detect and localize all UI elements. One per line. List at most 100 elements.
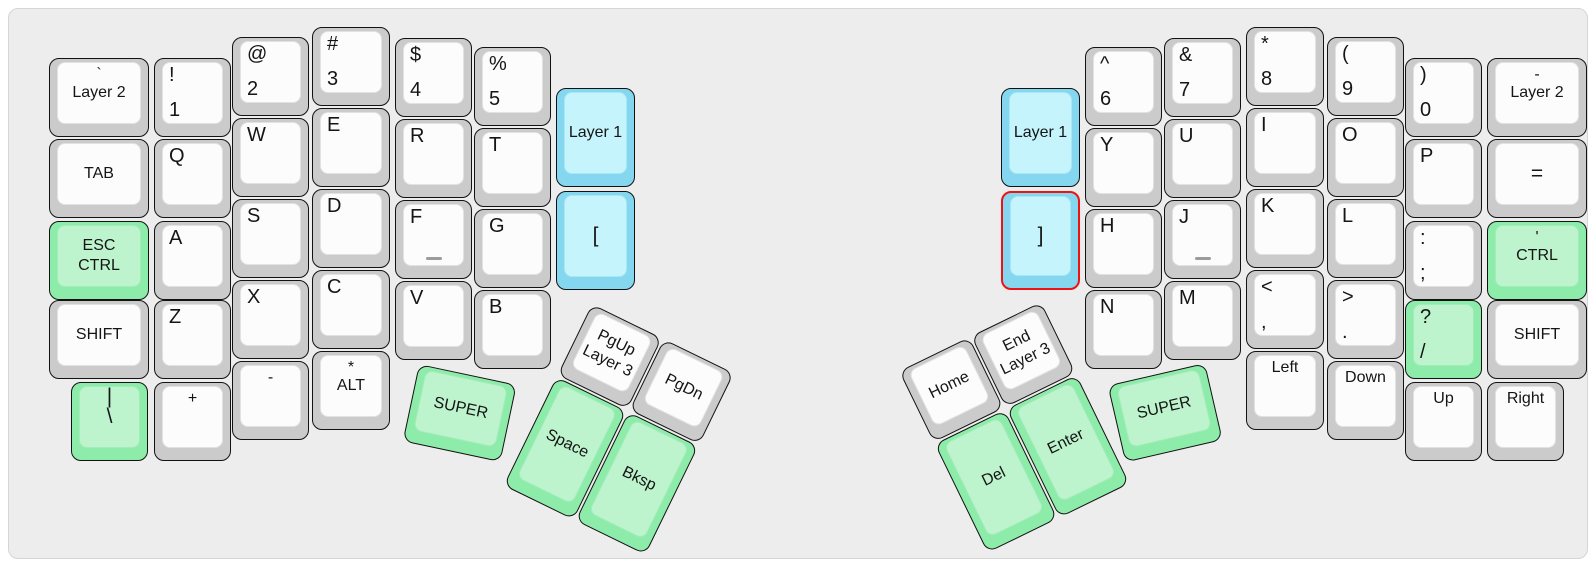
key-gt-period[interactable]: >.: [1327, 280, 1404, 359]
key-x[interactable]: X: [232, 280, 309, 359]
key-legend: Down: [1345, 369, 1386, 386]
key-legend: 0: [1420, 99, 1432, 121]
key-super-left[interactable]: SUPER: [402, 364, 517, 463]
keycap-top: +: [162, 386, 223, 448]
key-o[interactable]: O: [1327, 118, 1404, 197]
key-layer1-left[interactable]: Layer 1: [556, 88, 635, 187]
key-legend: ?: [1420, 306, 1432, 328]
key-pct-5[interactable]: %5: [474, 47, 551, 126]
key-r[interactable]: R: [395, 119, 472, 198]
key-grave-layer2[interactable]: `Layer 2: [49, 58, 149, 137]
key-arrow-down[interactable]: Down: [1327, 361, 1404, 440]
key-layer1-right[interactable]: Layer 1: [1001, 88, 1080, 187]
key-u[interactable]: U: [1164, 119, 1241, 198]
key-star-alt[interactable]: *ALT: [312, 351, 390, 430]
key-t[interactable]: T: [474, 128, 551, 207]
key-v[interactable]: V: [395, 281, 472, 360]
key-hash-3[interactable]: #3: [312, 27, 390, 106]
keycap-top: S: [240, 203, 301, 265]
key-e[interactable]: E: [312, 108, 390, 187]
keycap-top: O: [1335, 122, 1396, 184]
key-legend: (: [1342, 43, 1349, 65]
key-legend: R: [410, 125, 425, 147]
keycap-top: -Layer 2: [1495, 62, 1579, 124]
key-b[interactable]: B: [474, 290, 551, 369]
homing-bar: [425, 257, 442, 260]
key-arrow-right[interactable]: Right: [1487, 382, 1564, 461]
keycap-top: :;: [1413, 225, 1474, 287]
keycap-top: Y: [1093, 132, 1154, 194]
key-d[interactable]: D: [312, 189, 390, 268]
key-legend: ;: [1420, 262, 1426, 284]
key-legend: $: [410, 44, 422, 66]
key-excl-1[interactable]: !1: [154, 58, 231, 137]
key-legend: %: [489, 53, 507, 75]
keycap-top: PgUp Layer 3: [570, 311, 654, 395]
keycap-top: K: [1254, 193, 1316, 255]
key-j[interactable]: J: [1164, 200, 1241, 279]
key-legend: C: [327, 276, 342, 298]
key-legend: PgUp Layer 3: [579, 326, 639, 381]
key-y[interactable]: Y: [1085, 128, 1162, 207]
key-legend: Home: [926, 368, 973, 403]
key-legend: Layer 1: [1013, 124, 1068, 141]
key-l[interactable]: L: [1327, 199, 1404, 278]
key-q[interactable]: Q: [154, 139, 231, 218]
key-dash-layer2[interactable]: -Layer 2: [1487, 58, 1587, 137]
key-g[interactable]: G: [474, 209, 551, 288]
key-at-2[interactable]: @2: [232, 37, 309, 116]
key-arrow-left[interactable]: Left: [1246, 351, 1324, 430]
key-legend: SHIFT: [75, 326, 123, 343]
keycap-top: I: [1254, 112, 1316, 174]
key-lt-comma[interactable]: <,: [1246, 270, 1324, 349]
key-shift-left[interactable]: SHIFT: [49, 300, 149, 379]
key-legend: G: [489, 215, 505, 237]
key-legend: @: [247, 43, 268, 65]
key-legend: =: [1530, 162, 1544, 185]
key-colon-semi[interactable]: :;: [1405, 221, 1482, 300]
keycap-top: L: [1335, 203, 1396, 265]
key-legend: +: [187, 390, 198, 407]
key-tab[interactable]: TAB: [49, 139, 149, 218]
key-legend: :: [1420, 227, 1426, 249]
key-paren-0[interactable]: )0: [1405, 58, 1482, 137]
key-a[interactable]: A: [154, 221, 231, 300]
key-dollar-4[interactable]: $4: [395, 38, 472, 117]
key-n[interactable]: N: [1085, 290, 1162, 369]
key-s[interactable]: S: [232, 199, 309, 278]
key-z[interactable]: Z: [154, 300, 231, 379]
keycap-top: Up: [1413, 386, 1474, 448]
key-equals[interactable]: =: [1487, 139, 1587, 218]
keycap-top: &7: [1172, 42, 1233, 104]
key-p[interactable]: P: [1405, 139, 1482, 218]
key-f[interactable]: F: [395, 200, 472, 279]
key-w[interactable]: W: [232, 118, 309, 197]
key-super-right[interactable]: SUPER: [1107, 363, 1223, 463]
key-plus[interactable]: +: [154, 382, 231, 461]
key-legend: 3: [327, 68, 339, 90]
key-esc-ctrl[interactable]: ESC CTRL: [49, 221, 149, 300]
key-paren-9[interactable]: (9: [1327, 37, 1404, 116]
key-shift-right[interactable]: SHIFT: [1487, 300, 1587, 379]
keycap-top: Layer 1: [564, 92, 627, 174]
keycap-top: N: [1093, 294, 1154, 356]
key-rbracket[interactable]: ]: [1001, 191, 1080, 290]
key-k[interactable]: K: [1246, 189, 1324, 268]
key-legend: | \: [106, 385, 113, 428]
key-h[interactable]: H: [1085, 209, 1162, 288]
key-legend: SHIFT: [1513, 326, 1561, 343]
key-i[interactable]: I: [1246, 108, 1324, 187]
key-arrow-up[interactable]: Up: [1405, 382, 1482, 461]
key-quote-ctrl[interactable]: 'CTRL: [1487, 221, 1587, 300]
key-lbracket[interactable]: [: [556, 191, 635, 290]
key-star-8[interactable]: *8: [1246, 27, 1324, 106]
key-question-slash[interactable]: ?/: [1405, 300, 1482, 379]
key-caret-6[interactable]: ^6: [1085, 47, 1162, 126]
key-amp-7[interactable]: &7: [1164, 38, 1241, 117]
key-minus-left[interactable]: -: [232, 361, 309, 440]
key-m[interactable]: M: [1164, 281, 1241, 360]
key-c[interactable]: C: [312, 270, 390, 349]
key-legend: Layer 2: [1510, 84, 1564, 101]
key-legend: B: [489, 296, 503, 318]
key-pipe-backslash[interactable]: | \: [71, 382, 148, 461]
